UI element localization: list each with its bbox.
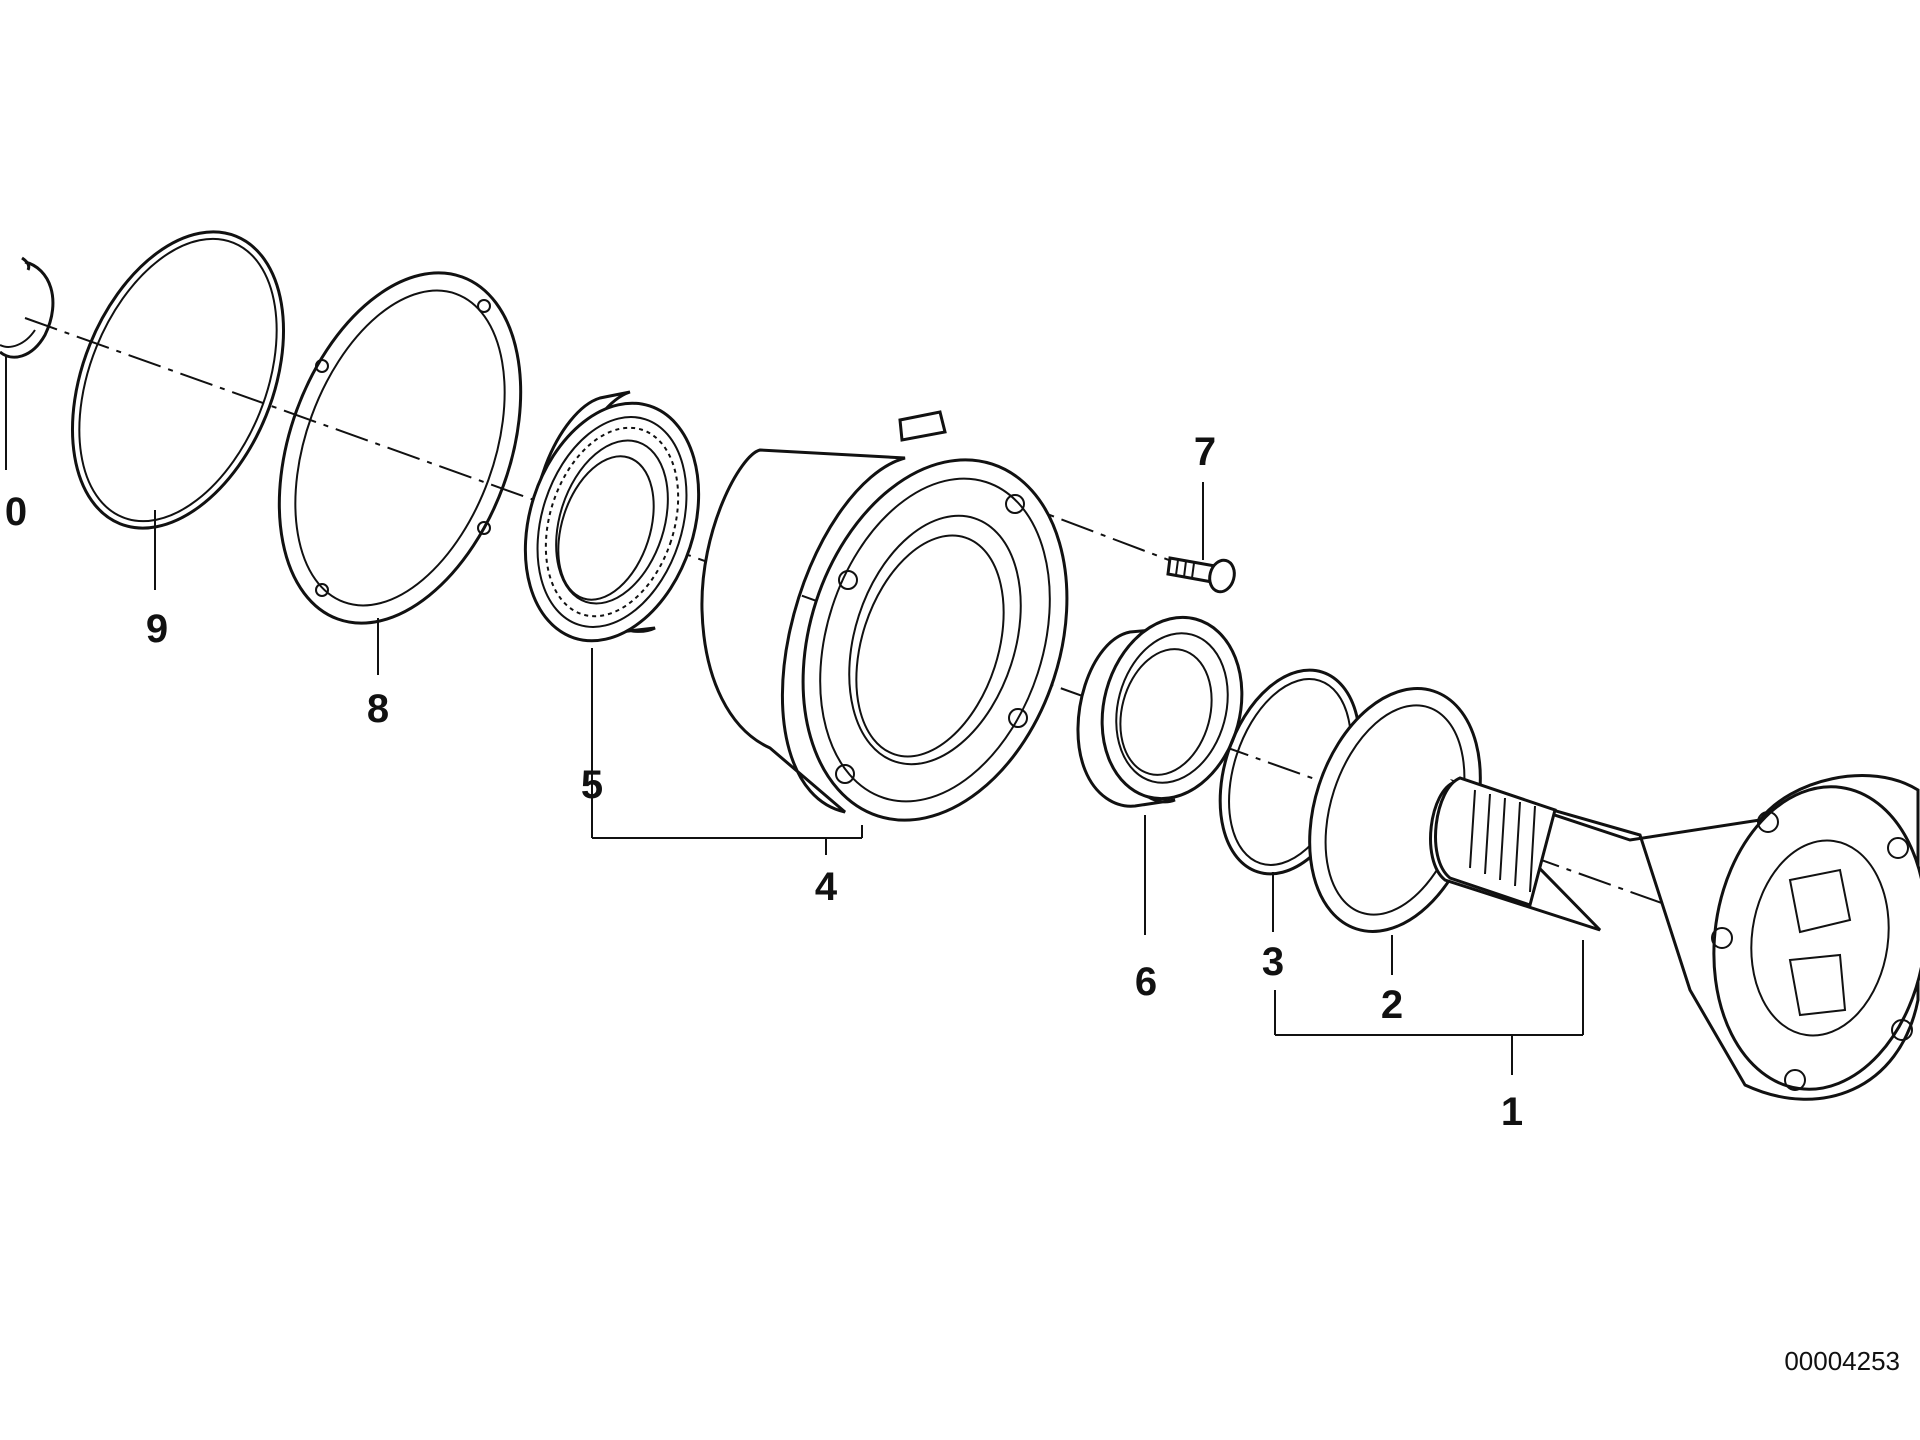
callout-2: 2: [1381, 983, 1403, 1027]
part-9-o-ring: [71, 230, 285, 530]
callout-0: 0: [5, 490, 27, 534]
part-1-output-flange: [1429, 774, 1920, 1101]
part-0-circlip: [0, 256, 55, 359]
leader-lines: [5, 355, 1584, 1075]
part-4-bearing-housing: [700, 410, 1069, 822]
part-6-shaft-seal: [1076, 615, 1244, 808]
part-8-gasket: [277, 271, 523, 625]
callout-8: 8: [367, 687, 389, 731]
callout-5: 5: [581, 763, 603, 807]
callout-6: 6: [1135, 960, 1157, 1004]
callout-3: 3: [1262, 940, 1284, 984]
callout-1: 1: [1501, 1090, 1523, 1134]
diagram-reference-number: 00004253: [1784, 1346, 1900, 1376]
part-5-roller-bearing: [523, 390, 701, 643]
part-7-bolt: [1166, 556, 1236, 594]
callout-4: 4: [815, 865, 838, 909]
callout-7: 7: [1194, 430, 1216, 474]
callout-9: 9: [146, 607, 168, 651]
